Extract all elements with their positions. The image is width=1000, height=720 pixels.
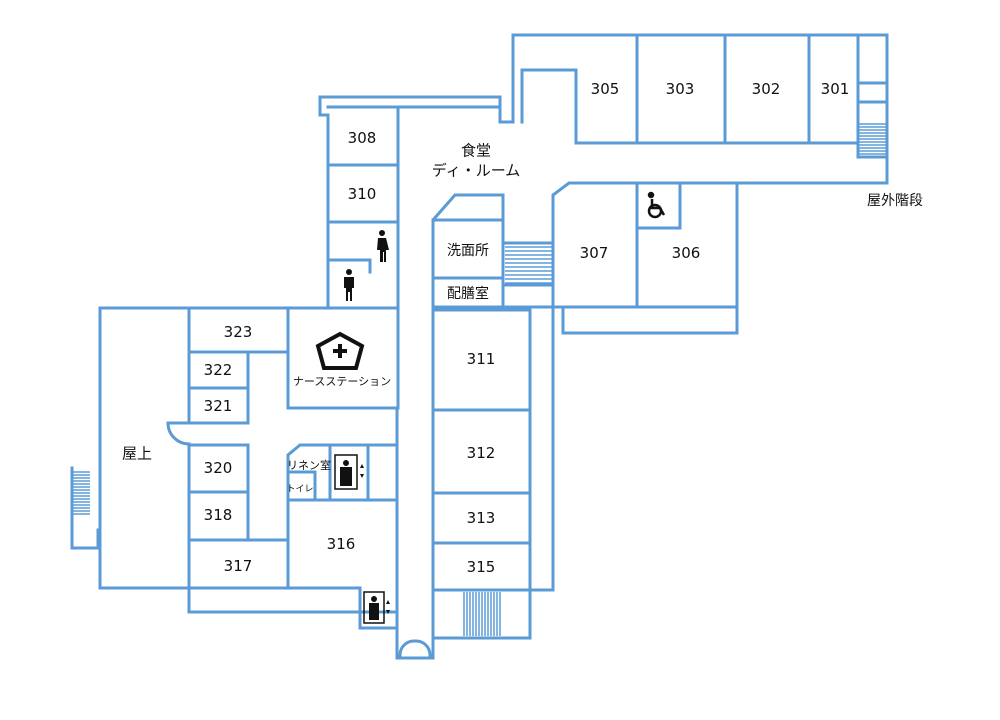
room-311: 311 (466, 350, 496, 368)
room-308: 308 (347, 129, 377, 147)
room-310: 310 (347, 185, 377, 203)
room-312: 312 (466, 444, 496, 462)
room-316: 316 (326, 535, 356, 553)
nurse-station-icon (315, 331, 365, 370)
room-307: 307 (579, 244, 609, 262)
outdoor-stairs-label: 屋外階段 (867, 193, 923, 209)
room-317: 317 (223, 557, 253, 575)
room-322: 322 (203, 361, 233, 379)
room-306: 306 (671, 244, 701, 262)
room-305: 305 (590, 80, 620, 98)
female-toilet-icon (377, 230, 389, 262)
elevator-icon (334, 454, 364, 490)
room-318: 318 (203, 506, 233, 524)
room-302: 302 (751, 80, 781, 98)
nurse-station-label: ナースステーション (292, 375, 392, 388)
stairs (72, 471, 90, 515)
rooftop-label: 屋上 (121, 444, 153, 463)
pantry-label: 配膳室 (447, 286, 489, 302)
stairs (463, 592, 501, 636)
room-301: 301 (820, 80, 850, 98)
male-toilet-icon (344, 269, 354, 301)
room-303: 303 (665, 80, 695, 98)
stairs (505, 246, 552, 284)
room-320: 320 (203, 459, 233, 477)
toilet-label: トイレ (286, 484, 314, 495)
stairs (858, 123, 887, 155)
room-323: 323 (223, 323, 253, 341)
wheelchair-icon (647, 191, 666, 219)
elevator-icon (363, 591, 390, 624)
linen-room-label: リネン室 (287, 459, 331, 472)
dining-label: 食堂 (460, 141, 492, 160)
washroom-label: 洗面所 (447, 243, 489, 259)
room-315: 315 (466, 558, 496, 576)
dayroom-label: ディ・ルーム (431, 161, 521, 180)
room-313: 313 (466, 509, 496, 527)
room-321: 321 (203, 397, 233, 415)
